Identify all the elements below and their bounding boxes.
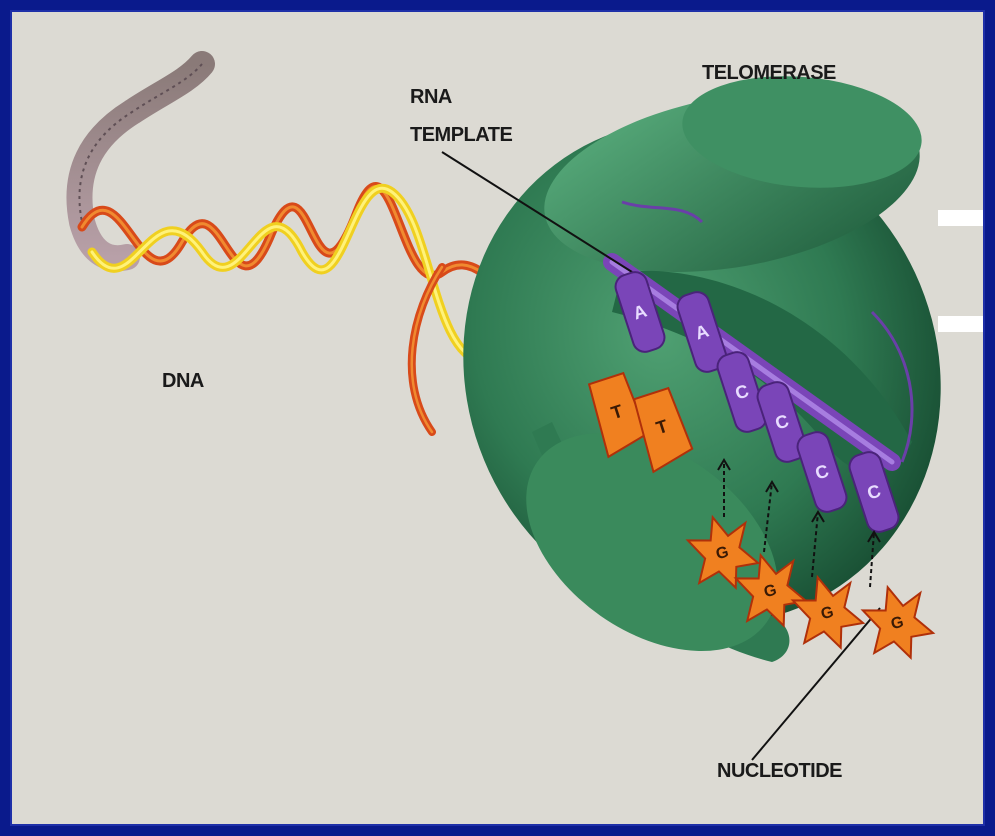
rna-template-label-line2: TEMPLATE [410, 124, 512, 146]
dna-label: DNA [162, 370, 204, 392]
nucleotide-label: NUCLEOTIDE [717, 760, 842, 782]
right-edge-bar-top [938, 210, 983, 226]
incoming-nucleotide: G [859, 579, 938, 667]
telomerase-label: TELOMERASE [702, 62, 836, 84]
right-edge-bar-bottom [938, 316, 983, 332]
rna-template-label-line1: RNA [410, 86, 452, 108]
